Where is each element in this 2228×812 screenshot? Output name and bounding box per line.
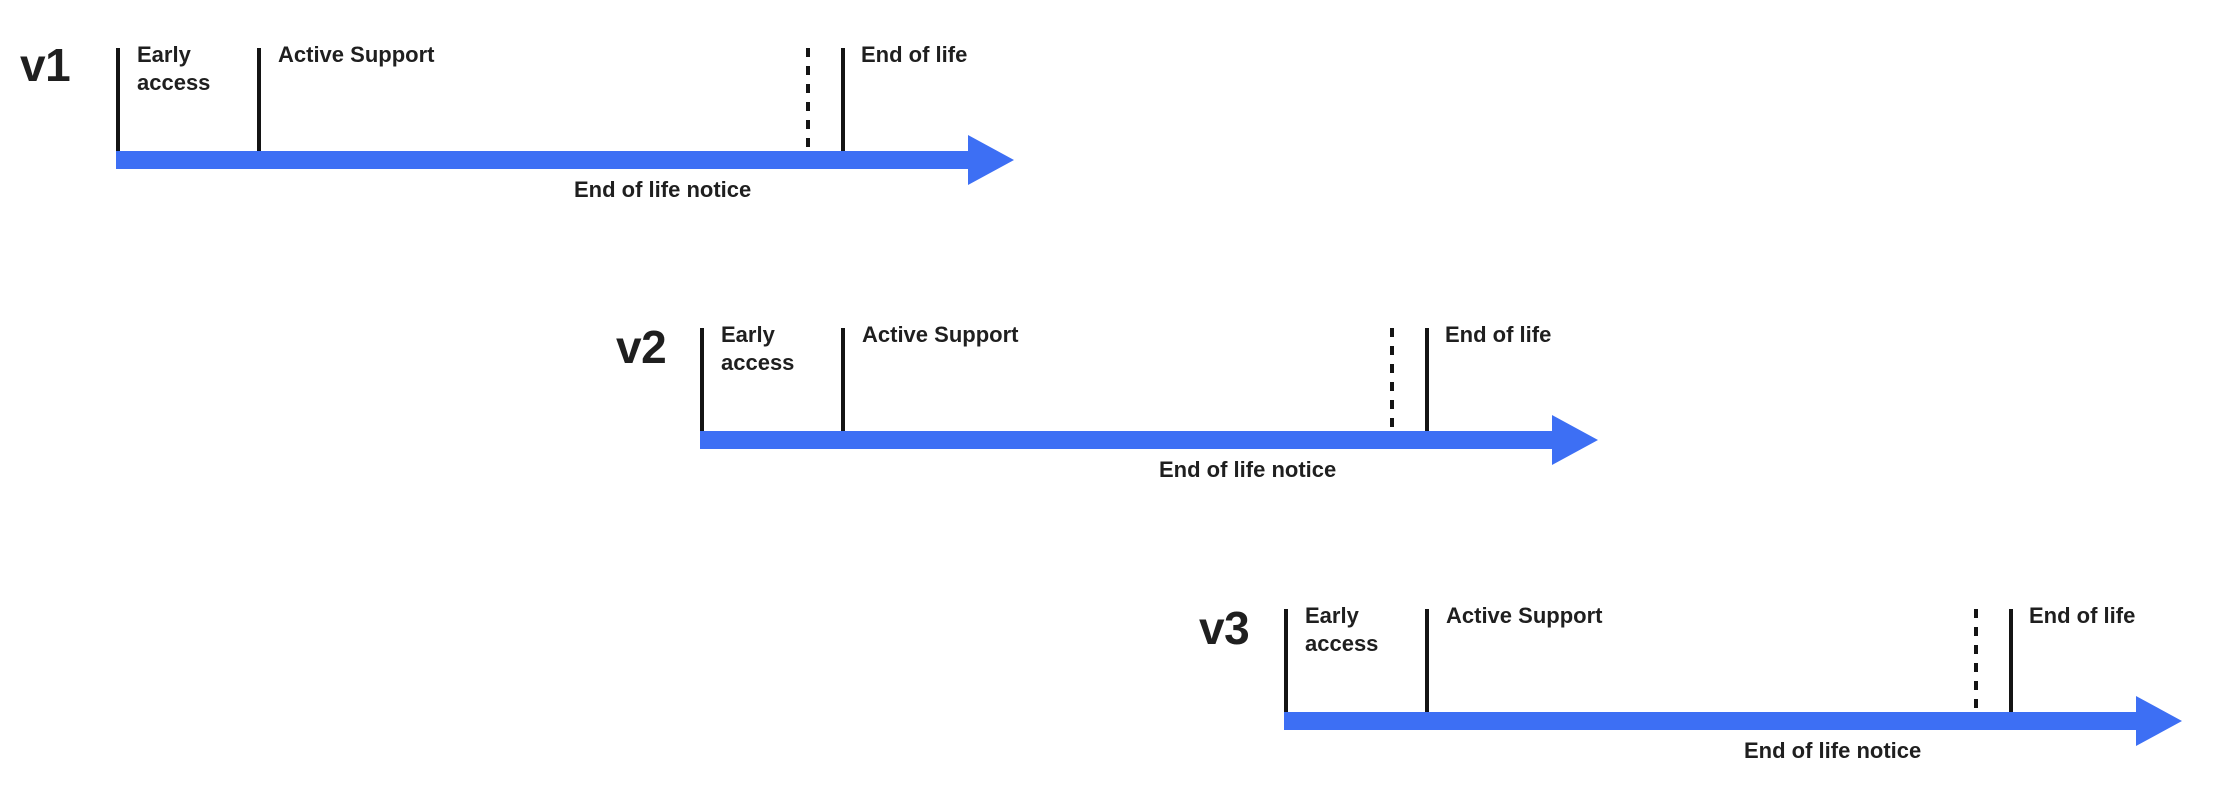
phase-label-active-support-v1: Active Support [278, 42, 435, 67]
phase-boundary-tick-active-v1 [257, 48, 261, 152]
phase-boundary-tick-eol-v1 [841, 48, 845, 152]
end-of-life-notice-marker-v1 [806, 48, 810, 152]
phase-label-early-access-v1: Early access [137, 42, 211, 95]
phase-label-early-access-v2: Early access [721, 322, 795, 375]
phase-boundary-tick-start-v2 [700, 328, 704, 432]
notice-label-v3: End of life notice [1744, 738, 1922, 763]
phase-boundary-tick-eol-v3 [2009, 609, 2013, 713]
phase-label-end-of-life-v2: End of life [1445, 322, 1552, 347]
phase-label-early-access-v3: Early access [1305, 603, 1379, 656]
phase-label-end-of-life-v1: End of life [861, 42, 968, 67]
notice-label-v1: End of life notice [574, 177, 752, 202]
version-label-v3: v3 [1199, 602, 1250, 654]
phase-boundary-tick-start-v3 [1284, 609, 1288, 713]
version-label-v1: v1 [20, 39, 71, 91]
phase-boundary-tick-start-v1 [116, 48, 120, 152]
phase-boundary-tick-eol-v2 [1425, 328, 1429, 432]
version-label-v2: v2 [616, 321, 667, 373]
phase-label-active-support-v2: Active Support [862, 322, 1019, 347]
timeline-arrow-v2 [700, 415, 1598, 465]
notice-label-v2: End of life notice [1159, 457, 1337, 482]
end-of-life-notice-marker-v2 [1390, 328, 1394, 432]
phase-boundary-tick-active-v3 [1425, 609, 1429, 713]
end-of-life-notice-marker-v3 [1974, 609, 1978, 713]
phase-label-end-of-life-v3: End of life [2029, 603, 2136, 628]
timeline-arrow-v1 [116, 135, 1014, 185]
phase-boundary-tick-active-v2 [841, 328, 845, 432]
phase-label-active-support-v3: Active Support [1446, 603, 1603, 628]
timeline-arrow-v3 [1284, 696, 2182, 746]
